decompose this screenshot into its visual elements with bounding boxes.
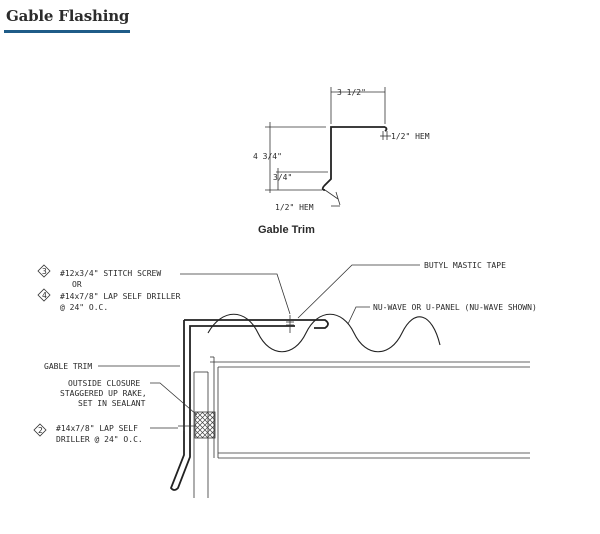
trim-profile-shape bbox=[323, 126, 385, 187]
driller2-line1: #14x7/8" LAP SELF bbox=[56, 424, 138, 433]
butyl-tape-label: BUTYL MASTIC TAPE bbox=[424, 261, 506, 270]
trim-profile-detail: 3 1/2" 4 3/4" 3/4" 1/2" HEM 1/2" HEM Gab… bbox=[253, 87, 430, 236]
bottom-hem bbox=[321, 185, 326, 191]
panel-label: NU-WAVE OR U-PANEL (NU-WAVE SHOWN) bbox=[373, 303, 537, 312]
top-hem bbox=[384, 126, 388, 132]
lap-driller-label: #14x7/8" LAP SELF DRILLER bbox=[60, 292, 181, 301]
gable-trim-label: GABLE TRIM bbox=[44, 362, 92, 371]
gable-trim-shape bbox=[169, 319, 329, 491]
lap-driller-tag: 4 bbox=[42, 291, 47, 300]
dim-bottom-hem: 1/2" HEM bbox=[275, 203, 314, 212]
dim-top-hem: 1/2" HEM bbox=[391, 132, 430, 141]
page-title: Gable Flashing bbox=[6, 7, 130, 25]
stitch-screw-tag: 3 bbox=[42, 267, 47, 276]
outside-closure bbox=[194, 411, 216, 439]
closure-line3: SET IN SEALANT bbox=[78, 399, 146, 408]
dim-kick: 3/4" bbox=[273, 173, 292, 182]
closure-line1: OUTSIDE CLOSURE bbox=[68, 379, 140, 388]
lap-driller-spacing: @ 24" O.C. bbox=[60, 303, 108, 312]
or-label: OR bbox=[72, 280, 82, 289]
title-underline bbox=[4, 30, 130, 33]
dim-height: 4 3/4" bbox=[253, 152, 282, 161]
driller2-tag: 2 bbox=[38, 426, 43, 435]
stitch-screw-label: #12x3/4" STITCH SCREW bbox=[60, 269, 161, 278]
driller2-line2: DRILLER @ 24" O.C. bbox=[56, 435, 143, 444]
closure-line2: STAGGERED UP RAKE, bbox=[60, 389, 147, 398]
trim-caption: Gable Trim bbox=[258, 224, 315, 236]
section-detail: 3 #12x3/4" STITCH SCREW OR 4 #14x7/8" LA… bbox=[33, 261, 537, 498]
nu-wave-panel bbox=[207, 313, 441, 353]
dim-top-width: 3 1/2" bbox=[337, 88, 366, 97]
